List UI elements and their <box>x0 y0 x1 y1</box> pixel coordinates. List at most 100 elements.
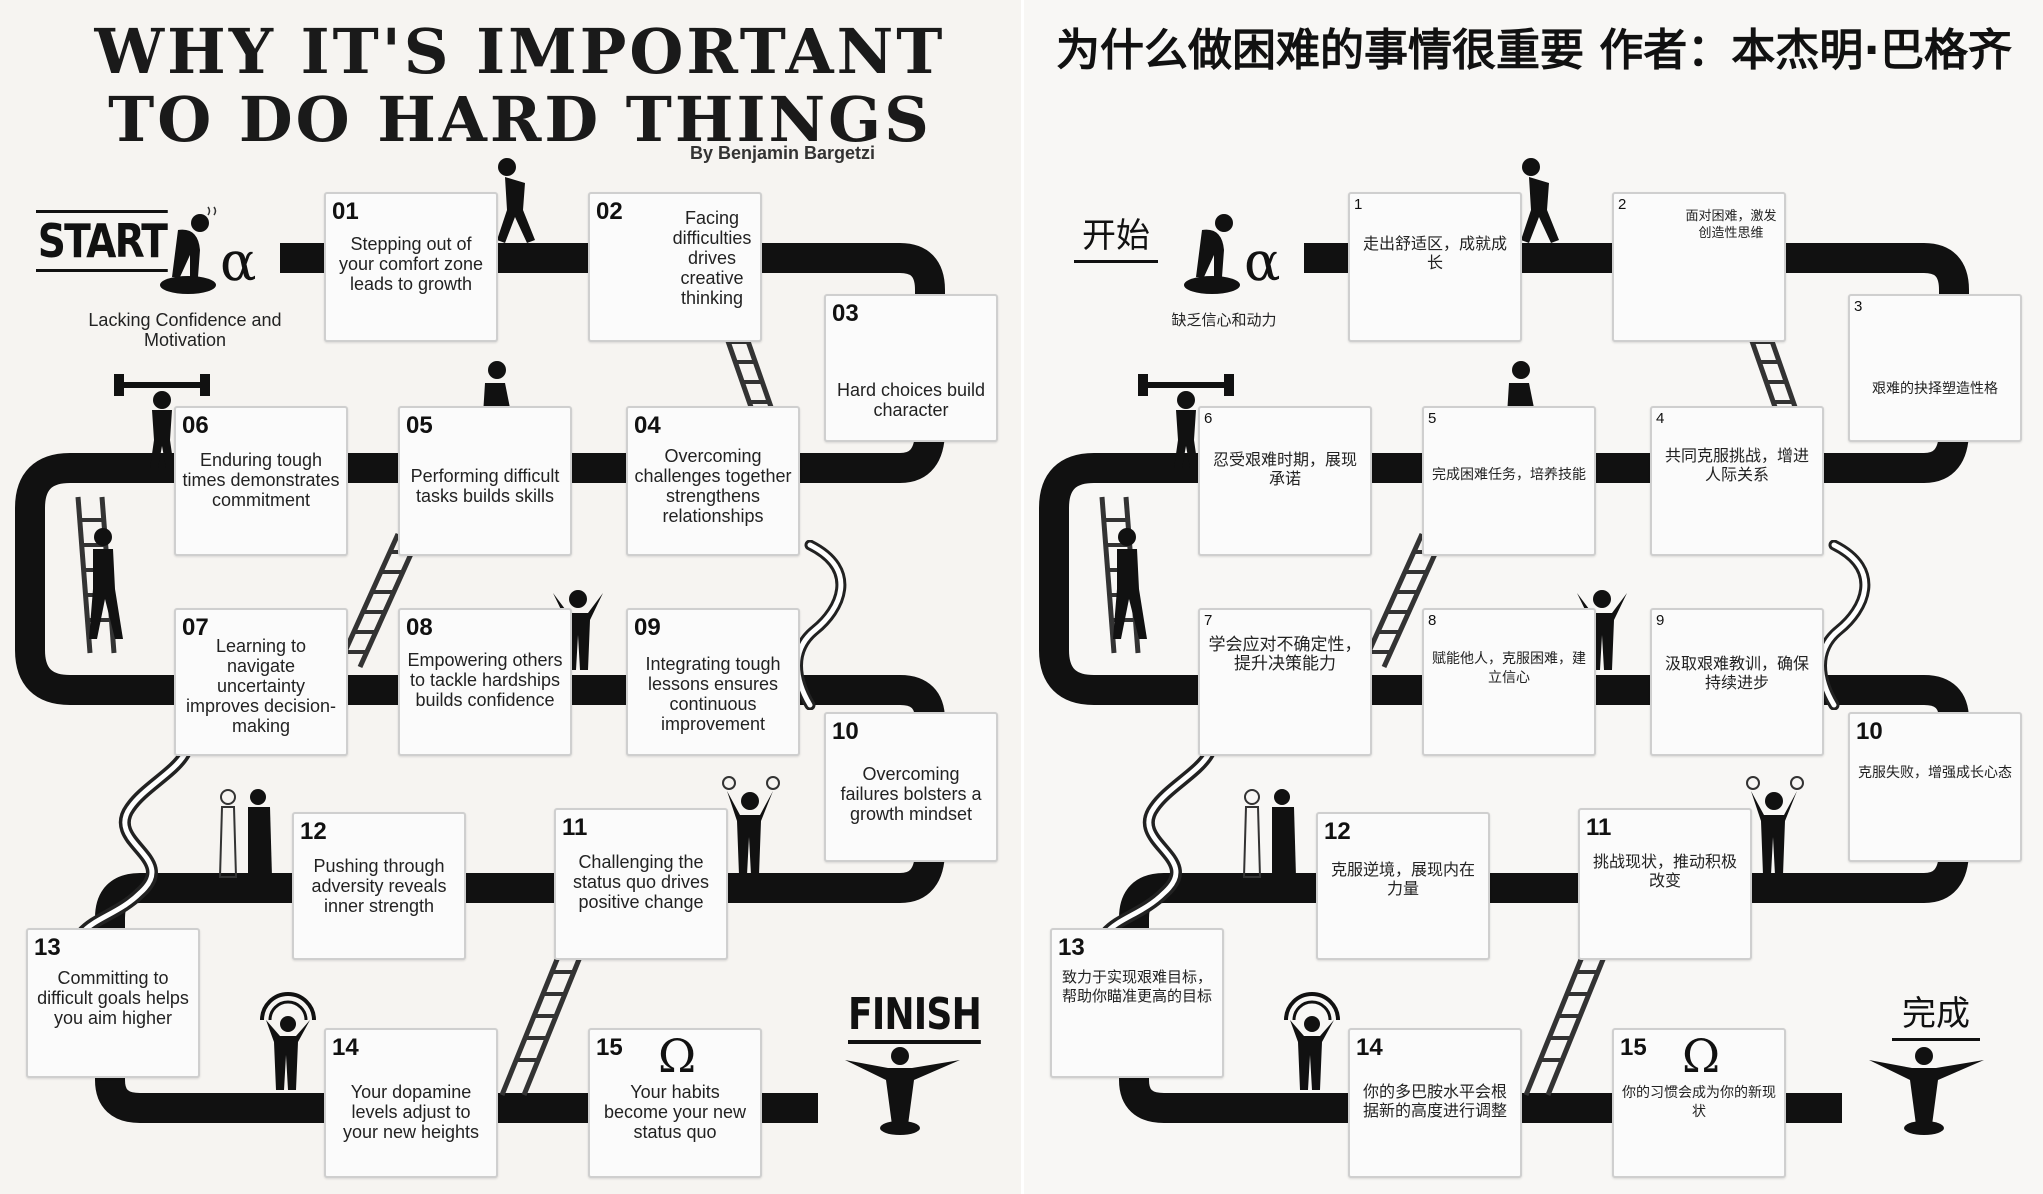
step-text: Overcoming failures bolsters a growth mi… <box>840 764 982 824</box>
infographic-title-zh: 为什么做困难的事情很重要 作者：本杰明·巴格齐 <box>1055 25 2013 76</box>
positive-change-person-icon <box>1746 776 1804 875</box>
group-people-icon <box>1242 789 1296 878</box>
step-card-10: 10 克服失败，增强成长心态 <box>1848 712 2022 862</box>
step-card-09: 9 汲取艰难教训，确保持续进步 <box>1650 608 1824 756</box>
step-text: Learning to navigate uncertainty improve… <box>185 636 337 736</box>
finish-line-runner-icon <box>1869 1047 1984 1135</box>
step-number: 12 <box>1324 818 1351 845</box>
step-card-13: 13 致力于实现艰难目标，帮助你瞄准更高的目标 <box>1050 928 1224 1078</box>
step-card-13: 13 Committing to difficult goals helps y… <box>26 928 200 1078</box>
step-text: Your dopamine levels adjust to your new … <box>342 1082 480 1142</box>
finish-label: 完成 <box>1892 990 1980 1041</box>
step-text: 挑战现状，推动积极改变 <box>1592 852 1737 890</box>
step-card-15: 15 Ω 你的习惯会成为你的新现状 <box>1612 1028 1786 1178</box>
step-text: 完成困难任务，培养技能 <box>1432 467 1586 483</box>
step-card-01: 1 走出舒适区，成就成长 <box>1348 192 1522 342</box>
slumped-person-icon <box>160 206 217 294</box>
step-card-03: 03 Hard choices build character <box>824 294 998 442</box>
step-number: 1 <box>1354 196 1363 213</box>
step-card-12: 12 克服逆境，展现内在力量 <box>1316 812 1490 960</box>
step-number: 04 <box>634 412 661 439</box>
step-text: 学会应对不确定性，提升决策能力 <box>1208 635 1362 674</box>
weightlifter-icon <box>1138 374 1234 468</box>
rainbow-person-icon <box>260 992 316 1090</box>
step-text: Hard choices build character <box>836 380 986 420</box>
snake-icon <box>76 718 194 938</box>
positive-change-person-icon <box>722 776 780 875</box>
step-text: 面对困难，激发创造性思维 <box>1685 209 1777 241</box>
step-card-07: 7 学会应对不确定性，提升决策能力 <box>1198 608 1372 756</box>
step-text: Committing to difficult goals helps you … <box>37 968 189 1028</box>
step-number: 6 <box>1204 410 1213 427</box>
step-card-08: 08 Empowering others to tackle hardships… <box>398 608 572 756</box>
step-number: 07 <box>182 614 209 641</box>
step-number: 3 <box>1854 298 1863 315</box>
step-text: 你的习惯会成为你的新现状 <box>1622 1085 1776 1120</box>
finish-label: FINISH <box>848 990 982 1044</box>
step-text: 赋能他人，克服困难，建立信心 <box>1432 651 1586 686</box>
panel-divider <box>1021 0 1024 1194</box>
step-card-06: 06 Enduring tough times demonstrates com… <box>174 406 348 556</box>
step-text: Overcoming challenges together strengthe… <box>634 446 792 526</box>
step-text: Facing difficulties drives creative thin… <box>672 208 752 308</box>
step-number: 10 <box>1856 718 1883 745</box>
step-card-05: 5 完成困难任务，培养技能 <box>1422 406 1596 556</box>
ladder-icon <box>1523 951 1609 1096</box>
winding-path-track <box>1039 243 1969 1123</box>
slumped-person-icon <box>1184 214 1240 294</box>
step-text: Empowering others to tackle hardships bu… <box>407 650 563 710</box>
rainbow-person-icon <box>1284 992 1340 1090</box>
start-caption: 缺乏信心和动力 <box>1171 311 1277 329</box>
step-text: Challenging the status quo drives positi… <box>572 852 710 912</box>
step-number: 03 <box>832 300 859 327</box>
step-card-10: 10 Overcoming failures bolsters a growth… <box>824 712 998 862</box>
step-card-03: 3 艰难的抉择塑造性格 <box>1848 294 2022 442</box>
step-text: 走出舒适区，成就成长 <box>1362 234 1507 272</box>
step-number: 14 <box>332 1034 359 1061</box>
step-card-09: 09 Integrating tough lessons ensures con… <box>626 608 800 756</box>
step-text: 共同克服挑战，增进人际关系 <box>1664 446 1809 484</box>
alpha-symbol: α <box>1244 230 1281 293</box>
english-infographic-panel: WHY IT'S IMPORTANT TO DO HARD THINGS By … <box>15 15 998 1178</box>
step-number: 05 <box>406 412 433 439</box>
step-card-06: 6 忍受艰难时期，展现承诺 <box>1198 406 1372 556</box>
step-card-07: 07 Learning to navigate uncertainty impr… <box>174 608 348 756</box>
step-card-11: 11 挑战现状，推动积极改变 <box>1578 808 1752 960</box>
ladder-icon <box>335 532 423 669</box>
step-number: 09 <box>634 614 661 641</box>
step-card-14: 14 Your dopamine levels adjust to your n… <box>324 1028 498 1178</box>
ladder-icon <box>1359 532 1447 669</box>
step-text: 汲取艰难教训，确保持续进步 <box>1664 654 1809 692</box>
step-card-01: 01 Stepping out of your comfort zone lea… <box>324 192 498 342</box>
step-number: 9 <box>1656 612 1665 629</box>
step-card-12: 12 Pushing through adversity reveals inn… <box>292 812 466 960</box>
finish-line-runner-icon <box>845 1047 960 1135</box>
step-text: 艰难的抉择塑造性格 <box>1872 381 1998 397</box>
group-people-icon <box>218 789 272 878</box>
step-number: 13 <box>34 934 61 961</box>
snake-icon <box>1100 718 1218 938</box>
step-card-04: 4 共同克服挑战，增进人际关系 <box>1650 406 1824 556</box>
author-byline: By Benjamin Bargetzi <box>690 143 876 163</box>
step-text: Stepping out of your comfort zone leads … <box>338 234 484 294</box>
step-card-14: 14 你的多巴胺水平会根据新的高度进行调整 <box>1348 1028 1522 1178</box>
ladder-icon <box>499 951 585 1096</box>
ladder-climber-icon <box>1113 528 1147 639</box>
climbing-person-icon <box>497 158 535 243</box>
step-text: 忍受艰难时期，展现承诺 <box>1212 450 1357 488</box>
step-card-15: 15 Ω Your habits become your new status … <box>588 1028 762 1178</box>
step-number: 7 <box>1204 612 1213 629</box>
step-number: 01 <box>332 198 359 225</box>
step-card-08: 8 赋能他人，克服困难，建立信心 <box>1422 608 1596 756</box>
alpha-symbol: α <box>220 230 257 293</box>
start-caption: Lacking Confidence and Motivation <box>88 310 282 350</box>
step-card-05: 05 Performing difficult tasks builds ski… <box>398 406 572 556</box>
step-text: 克服失败，增强成长心态 <box>1858 765 2012 781</box>
step-card-02: 02 Facing difficulties drives creative t… <box>588 192 762 342</box>
step-number: 02 <box>596 198 623 225</box>
step-card-02: 2 面对困难，激发创造性思维 <box>1612 192 1786 342</box>
step-text: Integrating tough lessons ensures contin… <box>645 654 781 734</box>
step-number: 5 <box>1428 410 1437 427</box>
infographic-title: WHY IT'S IMPORTANT TO DO HARD THINGS <box>94 15 946 156</box>
step-number: 11 <box>1586 814 1612 841</box>
